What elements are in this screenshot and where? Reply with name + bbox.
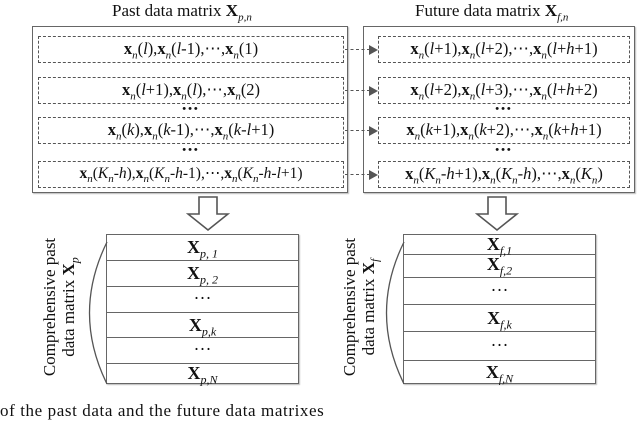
future-cell-ellipsis-2: ··· xyxy=(404,332,595,361)
comprehensive-past-label: Comprehensive past data matrix Xp xyxy=(40,222,84,392)
arrowhead-row-3-icon xyxy=(369,126,378,136)
cell-subscript: f,k xyxy=(500,317,512,332)
future-cell-1: Xf,1 xyxy=(404,234,595,258)
arrowhead-row-2-icon xyxy=(369,86,378,96)
cell-ellipsis: ··· xyxy=(490,280,509,300)
cell-subscript: p,N xyxy=(200,372,218,387)
past-title-text: Past data matrix xyxy=(112,1,226,20)
comprehensive-future-label: Comprehensive past data matrix Xf xyxy=(340,222,384,392)
figure-caption: of the past data and the future data mat… xyxy=(0,401,325,420)
past-cell-ellipsis-1: ··· xyxy=(107,287,298,313)
past-row-4: xn(Kn-h),xn(Kn-h-1),⋯,xn(Kn-h-l+1) xyxy=(38,161,344,188)
label-subscript: p xyxy=(67,257,82,264)
connector-row-2 xyxy=(345,90,370,91)
past-cell-2: Xp, 2 xyxy=(107,261,298,287)
connector-row-1 xyxy=(345,49,370,50)
past-title-symbol: X xyxy=(225,1,239,20)
cell-ellipsis: ··· xyxy=(490,335,509,355)
cell-symbol: X xyxy=(188,315,202,335)
cell-subscript: f,N xyxy=(498,371,514,386)
past-matrix-title: Past data matrix Xp,n xyxy=(112,1,252,23)
connector-row-3 xyxy=(345,130,370,131)
label-symbol: X xyxy=(59,263,78,276)
future-brace-arc xyxy=(385,241,405,385)
future-cell-2: Xf,2 xyxy=(404,255,595,278)
past-row-2: xn(l+1),xn(l),⋯,xn(2) xyxy=(38,77,344,104)
future-row-3: xn(k+1),xn(k+2),⋯,xn(k+h+1) xyxy=(378,117,630,144)
label-line-1: Comprehensive past xyxy=(40,237,59,377)
arrowhead-row-1-icon xyxy=(369,45,378,55)
label-symbol: X xyxy=(359,261,378,275)
future-ellipsis-2: ••• xyxy=(495,144,513,156)
cell-symbol: X xyxy=(487,308,501,328)
cell-subscript: f,2 xyxy=(499,263,513,278)
down-arrow-future-icon xyxy=(475,196,519,232)
cell-subscript: f,1 xyxy=(499,243,513,258)
cell-subscript: p, 1 xyxy=(200,246,218,261)
label-subscript: f xyxy=(367,258,382,262)
comprehensive-future-matrix-table: Xf,1 Xf,2 ··· Xf,k ··· Xf,N xyxy=(403,234,596,386)
connector-row-4 xyxy=(345,174,370,175)
future-ellipsis-1: ••• xyxy=(495,103,513,115)
future-cell-ellipsis-1: ··· xyxy=(404,278,595,305)
cell-symbol: X xyxy=(187,363,201,383)
future-data-matrix-box xyxy=(363,26,635,193)
arrowhead-row-4-icon xyxy=(369,170,378,180)
label-line-2: data matrix Xp xyxy=(59,222,84,392)
cell-subscript: p,k xyxy=(201,324,217,339)
label-prefix: data matrix xyxy=(59,275,78,357)
comprehensive-past-matrix-table: Xp, 1 Xp, 2 ··· Xp,k ··· Xp,N xyxy=(106,234,299,387)
cell-symbol: X xyxy=(486,234,500,254)
past-cell-k: Xp,k xyxy=(107,313,298,339)
past-title-subscript: p,n xyxy=(238,11,252,24)
future-row-1: xn(l+1),xn(l+2),⋯,xn(l+h+1) xyxy=(378,36,630,63)
future-title-symbol: X xyxy=(544,1,558,20)
cell-ellipsis: ··· xyxy=(193,288,212,308)
cell-subscript: p, 2 xyxy=(200,272,218,287)
label-line-2: data matrix Xf xyxy=(359,222,384,392)
cell-symbol: X xyxy=(187,237,200,257)
cell-symbol: X xyxy=(187,263,200,283)
past-brace-arc xyxy=(88,241,108,385)
future-row-2: xn(l+2),xn(l+3),⋯,xn(l+h+2) xyxy=(378,77,630,104)
past-ellipsis-2: ••• xyxy=(182,144,200,156)
cell-symbol: X xyxy=(486,254,500,274)
future-title-text: Future data matrix xyxy=(415,1,545,20)
cell-ellipsis: ··· xyxy=(193,339,212,359)
label-line-1: Comprehensive past xyxy=(340,237,359,377)
past-cell-1: Xp, 1 xyxy=(107,235,298,261)
future-cell-k: Xf,k xyxy=(404,305,595,332)
future-matrix-title: Future data matrix Xf,n xyxy=(415,1,568,23)
past-cell-ellipsis-2: ··· xyxy=(107,338,298,364)
cell-symbol: X xyxy=(485,362,499,382)
future-row-4: xn(Kn-h+1),xn(Kn-h),⋯,xn(Kn) xyxy=(378,161,630,188)
past-ellipsis-1: ••• xyxy=(182,103,200,115)
future-title-subscript: f,n xyxy=(557,11,569,24)
past-data-matrix-box xyxy=(32,26,348,193)
past-row-1: xn(l),xn(l-1),⋯,xn(1) xyxy=(38,36,344,63)
future-cell-N: Xf,N xyxy=(404,361,595,386)
past-cell-N: Xp,N xyxy=(107,363,298,387)
label-prefix: data matrix xyxy=(359,274,378,356)
down-arrow-past-icon xyxy=(186,196,230,232)
past-row-3: xn(k),xn(k-1),⋯,xn(k-l+1) xyxy=(38,117,344,144)
